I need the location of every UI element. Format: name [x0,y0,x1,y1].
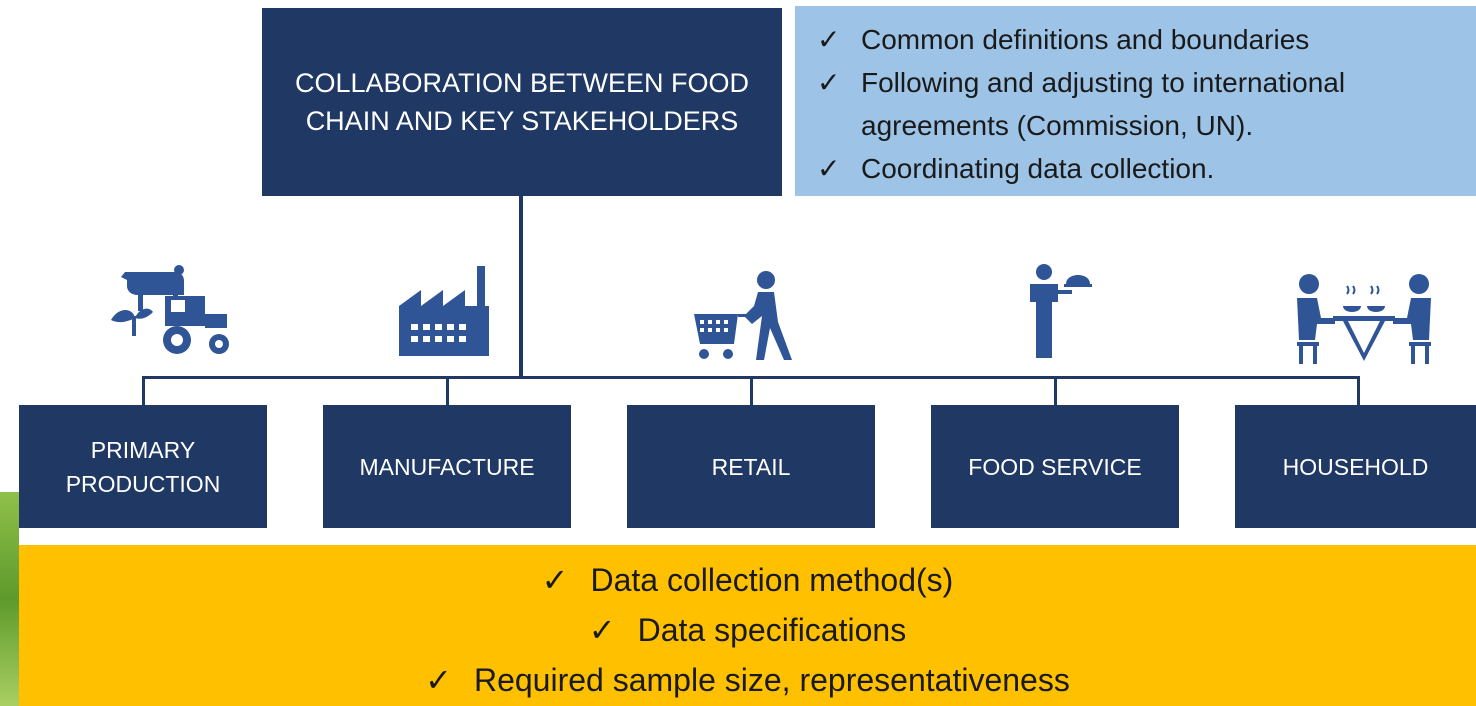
check-icon: ✓ [817,153,841,184]
top-point-text: Coordinating data collection. [861,153,1215,184]
decorative-green-strip [0,492,19,706]
stage-connector [750,376,753,405]
stage-connector [446,376,449,405]
stage-primary-production: PRIMARY PRODUCTION [19,405,267,528]
top-point-text: Common definitions and boundaries [861,24,1310,55]
stage-label: MANUFACTURE [359,453,535,480]
check-icon: ✓ [817,24,841,55]
factory-icon [399,266,489,356]
top-points-panel: ✓ Common definitions and boundaries ✓ Fo… [795,6,1476,196]
stage-food-service: FOOD SERVICE [931,405,1179,528]
check-icon: ✓ [425,662,452,698]
stage-label: HOUSEHOLD [1282,453,1429,480]
stage-connector [1357,376,1360,405]
check-icon: ✓ [541,562,569,598]
stage-connector [142,376,145,405]
bottom-point-text: Data collection method(s) [590,562,954,598]
top-point: ✓ Coordinating data collection. [817,147,1476,190]
stage-label: PRIMARY PRODUCTION [65,436,221,497]
people-dining-icon [1297,274,1431,364]
stage-label: RETAIL [711,453,791,480]
check-icon: ✓ [817,67,841,98]
bottom-point-text: Required sample size, representativeness [473,662,1070,698]
bottom-point: ✓ Data collection method(s) [19,555,1476,605]
bottom-point: ✓ Data specifications [19,605,1476,655]
bottom-point: ✓ Required sample size, representativene… [19,655,1476,705]
waiter-icon [1030,264,1092,358]
stage-connector [1054,376,1057,405]
top-point-text: Following and adjusting to international… [861,67,1346,141]
bottom-point-text: Data specifications [637,612,907,648]
bottom-requirements-panel: ✓ Data collection method(s) ✓ Data speci… [19,545,1476,706]
stage-manufacture: MANUFACTURE [323,405,571,528]
stage-label: FOOD SERVICE [968,453,1142,480]
top-point: ✓ Common definitions and boundaries [817,18,1476,61]
farm-cow-tractor-icon [111,265,229,354]
stage-household: HOUSEHOLD [1235,405,1476,528]
collaboration-title: COLLABORATION BETWEEN FOOD CHAIN AND KEY… [294,68,750,136]
check-icon: ✓ [588,612,616,648]
vertical-connector [519,196,523,378]
stage-retail: RETAIL [627,405,875,528]
collaboration-box: COLLABORATION BETWEEN FOOD CHAIN AND KEY… [262,8,782,196]
top-point: ✓ Following and adjusting to internation… [817,61,1476,147]
shopping-cart-person-icon [694,271,792,360]
